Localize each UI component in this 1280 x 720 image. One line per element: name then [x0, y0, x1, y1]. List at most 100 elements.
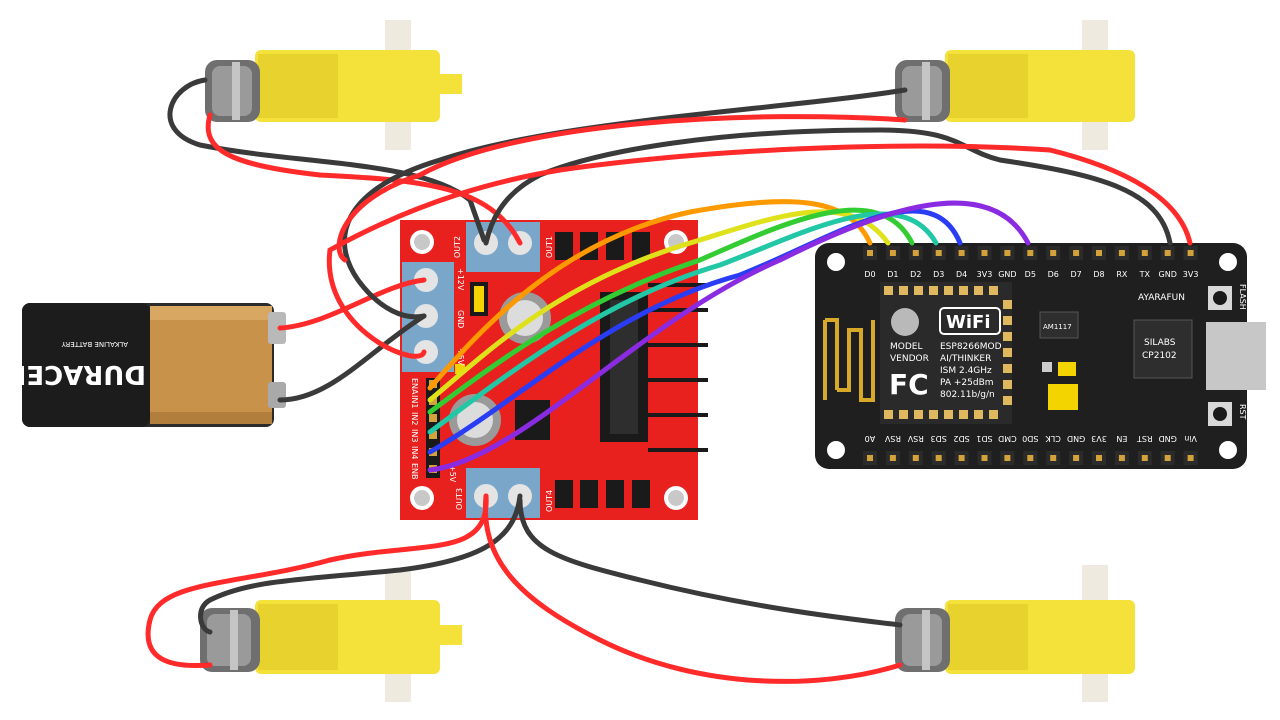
- esp-pad: [1003, 316, 1012, 325]
- bottom-pin-pad: [912, 455, 919, 461]
- driver-input-label: IN3: [410, 429, 419, 442]
- top-pin-label: D2: [910, 270, 921, 279]
- battery-brand: DURACELL: [0, 359, 146, 389]
- bottom-pin-label: SD2: [953, 434, 969, 443]
- driver-input-label: ENA: [410, 378, 419, 395]
- bottom-pin-pad: [1141, 455, 1148, 461]
- bottom-pin-label: SD1: [976, 434, 992, 443]
- driver-input-pin[interactable]: [429, 431, 437, 439]
- module-wifi: WiFi: [946, 312, 991, 333]
- motor-top-right: [895, 20, 1135, 150]
- esp-pad: [989, 410, 998, 419]
- bottom-pin-pad: [1050, 455, 1057, 461]
- esp-pad: [959, 286, 968, 295]
- esp-pad: [944, 410, 953, 419]
- driver-input-label: IN2: [410, 412, 419, 425]
- top-pin-label: 3V3: [977, 270, 993, 279]
- module-fcc-logo: FC: [889, 368, 929, 401]
- bottom-pin-label: RSV: [907, 434, 924, 443]
- terminal-out1-out2: [466, 222, 540, 272]
- bottom-pin-pad: [1096, 455, 1102, 461]
- bottom-pin-pad: [1118, 455, 1125, 461]
- esp-pad: [989, 286, 998, 295]
- esp-pad: [929, 286, 938, 295]
- top-pin-label: GND: [1159, 270, 1177, 279]
- top-pin-pad: [1164, 250, 1171, 256]
- top-pin-label: D7: [1070, 270, 1081, 279]
- esp-pad: [1003, 396, 1012, 405]
- driver-input-label: IN1: [410, 395, 419, 408]
- usb-chip-line1: SILABS: [1144, 338, 1176, 348]
- bottom-pin-label: RSV: [884, 434, 901, 443]
- nodemcu-board: MODEL VENDOR WiFi FC ESP8266MOD AI/THINK…: [815, 243, 1266, 469]
- bottom-pin-label: SD3: [931, 434, 947, 443]
- top-pin-pad: [1141, 250, 1148, 256]
- driver-input-label: ENB: [410, 463, 419, 480]
- flash-button[interactable]: [1208, 286, 1232, 310]
- battery-9v: DURACELL ALKALINE BATTERY: [0, 303, 286, 427]
- driver-input-label: IN4: [410, 446, 419, 459]
- top-pin-pad: [1118, 250, 1125, 256]
- module-model: MODEL: [890, 342, 922, 352]
- esp-pad: [929, 410, 938, 419]
- wires: [145, 77, 1193, 684]
- module-ism: ISM 2.4GHz: [940, 366, 992, 376]
- esp-pad: [1003, 300, 1012, 309]
- label-out2: OUT2: [453, 236, 462, 258]
- esp-pad: [914, 286, 923, 295]
- bottom-pin-label: SD0: [1022, 434, 1038, 443]
- top-pin-label: RX: [1116, 270, 1128, 279]
- bottom-pin-label: CMD: [998, 434, 1017, 443]
- bottom-pin-pad: [889, 455, 896, 461]
- terminal-out3-out4: [466, 468, 540, 518]
- top-pin-pad: [958, 250, 965, 256]
- driver-input-pin[interactable]: [429, 397, 437, 405]
- regulator-label: AM1117: [1043, 323, 1072, 331]
- label-out3: OUT3: [455, 488, 464, 510]
- top-pin-label: D8: [1093, 270, 1104, 279]
- label-5v-b: +5V: [448, 465, 457, 483]
- esp-pad: [1003, 332, 1012, 341]
- usb-port[interactable]: [1206, 322, 1266, 390]
- esp-pad: [884, 410, 893, 419]
- top-pin-pad: [867, 250, 873, 256]
- top-pin-pad: [1050, 250, 1057, 256]
- esp-pad: [974, 410, 983, 419]
- esp-pad: [1003, 348, 1012, 357]
- flash-label: FLASH: [1238, 284, 1247, 310]
- module-maker: AI/THINKER: [940, 354, 991, 364]
- module-std: 802.11b/g/n: [940, 390, 995, 400]
- motor-top-left: [205, 20, 462, 150]
- driver-input-pin[interactable]: [429, 414, 437, 422]
- brand-label: AYARAFUN: [1138, 293, 1185, 303]
- battery-subtitle: ALKALINE BATTERY: [61, 340, 128, 348]
- bottom-pin-label: RST: [1137, 434, 1153, 443]
- top-pin-pad: [1073, 250, 1080, 256]
- rst-label: RST: [1238, 404, 1247, 420]
- top-pin-pad: [1187, 250, 1194, 256]
- label-gnd: GND: [456, 310, 465, 328]
- top-pin-label: 3V3: [1183, 270, 1199, 279]
- top-pin-pad: [889, 250, 896, 256]
- top-pin-pad: [981, 250, 988, 256]
- bottom-pin-pad: [1187, 455, 1194, 461]
- top-pin-label: D0: [864, 270, 875, 279]
- esp-pad: [899, 286, 908, 295]
- label-12v: +12V: [456, 268, 465, 291]
- bottom-pin-pad: [935, 455, 942, 461]
- rst-button[interactable]: [1208, 402, 1232, 426]
- esp-pad: [914, 410, 923, 419]
- top-pin-pad: [912, 250, 919, 256]
- label-out1: OUT1: [545, 236, 554, 258]
- esp-pad: [884, 286, 893, 295]
- bottom-pin-label: GND: [1159, 434, 1177, 443]
- label-out4: OUT4: [545, 490, 554, 512]
- top-pin-label: D3: [933, 270, 944, 279]
- bottom-pin-label: A0: [865, 434, 876, 443]
- bottom-pin-label: GND: [1067, 434, 1085, 443]
- bottom-pin-pad: [981, 455, 988, 461]
- bottom-pin-label: CLK: [1045, 434, 1061, 443]
- top-pin-label: D6: [1048, 270, 1059, 279]
- esp-pad: [899, 410, 908, 419]
